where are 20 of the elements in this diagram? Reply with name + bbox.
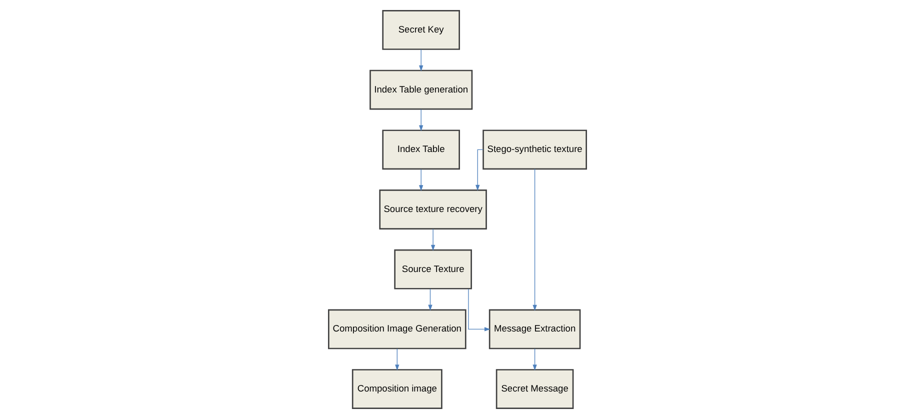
arrow xyxy=(418,109,423,132)
node-box: Composition Image Generation xyxy=(328,309,466,350)
arrow xyxy=(430,228,435,251)
arrow xyxy=(418,49,423,72)
arrow xyxy=(468,288,490,332)
node-box: Secret Message xyxy=(495,369,574,409)
node-box: Composition image xyxy=(351,369,442,409)
arrow xyxy=(428,288,432,311)
node-box: Stego-synthetic texture xyxy=(482,130,586,170)
arrow xyxy=(532,348,536,371)
node-box: Secret Key xyxy=(382,10,460,50)
node-box: Index Table xyxy=(382,130,460,170)
arrow xyxy=(475,149,483,191)
arrow xyxy=(394,348,399,371)
node-box: Source Texture xyxy=(394,249,472,290)
node-box: Source texture recovery xyxy=(378,190,486,230)
node-box: Message Extraction xyxy=(488,309,580,350)
arrow xyxy=(418,168,423,192)
arrow xyxy=(532,168,536,311)
node-box: Index Table generation xyxy=(369,70,472,110)
